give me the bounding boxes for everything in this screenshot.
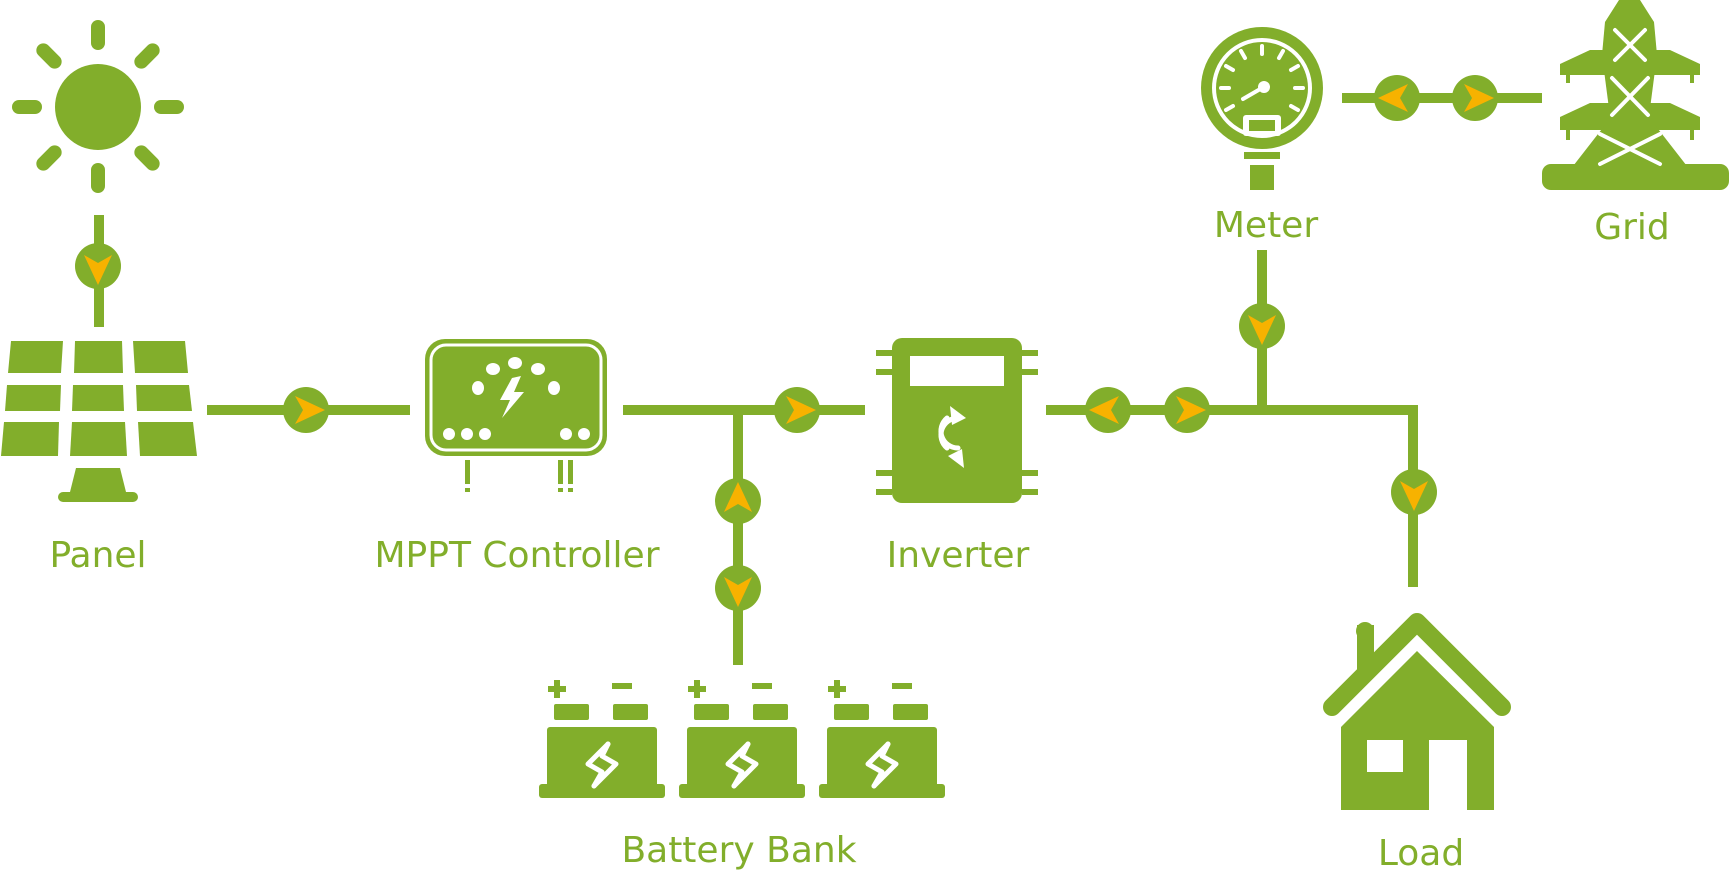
label-mppt-controller: MPPT Controller [375, 535, 660, 576]
flow-markers [75, 75, 1498, 611]
charge-controller-icon [425, 339, 607, 492]
sun-icon [12, 20, 184, 193]
flow-arrow-left-icon [1085, 387, 1131, 433]
flow-arrow-right-icon [774, 387, 820, 433]
inverter-icon [875, 338, 1039, 503]
flow-arrow-down-icon [1391, 469, 1437, 515]
line-inverter-load [1046, 405, 1418, 415]
label-meter: Meter [1214, 205, 1318, 246]
battery-icon [679, 680, 805, 798]
flow-arrow-right-icon [283, 387, 329, 433]
battery-icon [819, 680, 945, 798]
labels: Panel MPPT Controller Inverter Battery B… [49, 205, 1669, 873]
transmission-tower-icon [1542, 0, 1729, 190]
label-battery-bank: Battery Bank [621, 830, 856, 871]
flow-arrow-right-icon [1164, 387, 1210, 433]
flow-arrow-right-icon [1452, 75, 1498, 121]
flow-arrow-down-icon [715, 565, 761, 611]
label-panel: Panel [49, 535, 146, 576]
flow-arrow-down-icon [75, 243, 121, 289]
house-icon [1323, 613, 1511, 810]
meter-gauge-icon [1201, 27, 1323, 190]
label-load: Load [1378, 833, 1464, 873]
label-grid: Grid [1594, 207, 1670, 248]
line-to-battery [733, 410, 743, 665]
flow-arrow-up-icon [715, 478, 761, 524]
line-meter-grid [1342, 93, 1542, 103]
battery-bank [539, 680, 945, 798]
label-inverter: Inverter [887, 535, 1030, 576]
connection-lines [94, 93, 1542, 665]
solar-panel-icon [1, 341, 197, 502]
battery-icon [539, 680, 665, 798]
flow-arrow-left-icon [1374, 75, 1420, 121]
flow-arrow-down-icon [1239, 303, 1285, 349]
line-mppt-inverter [623, 405, 865, 415]
